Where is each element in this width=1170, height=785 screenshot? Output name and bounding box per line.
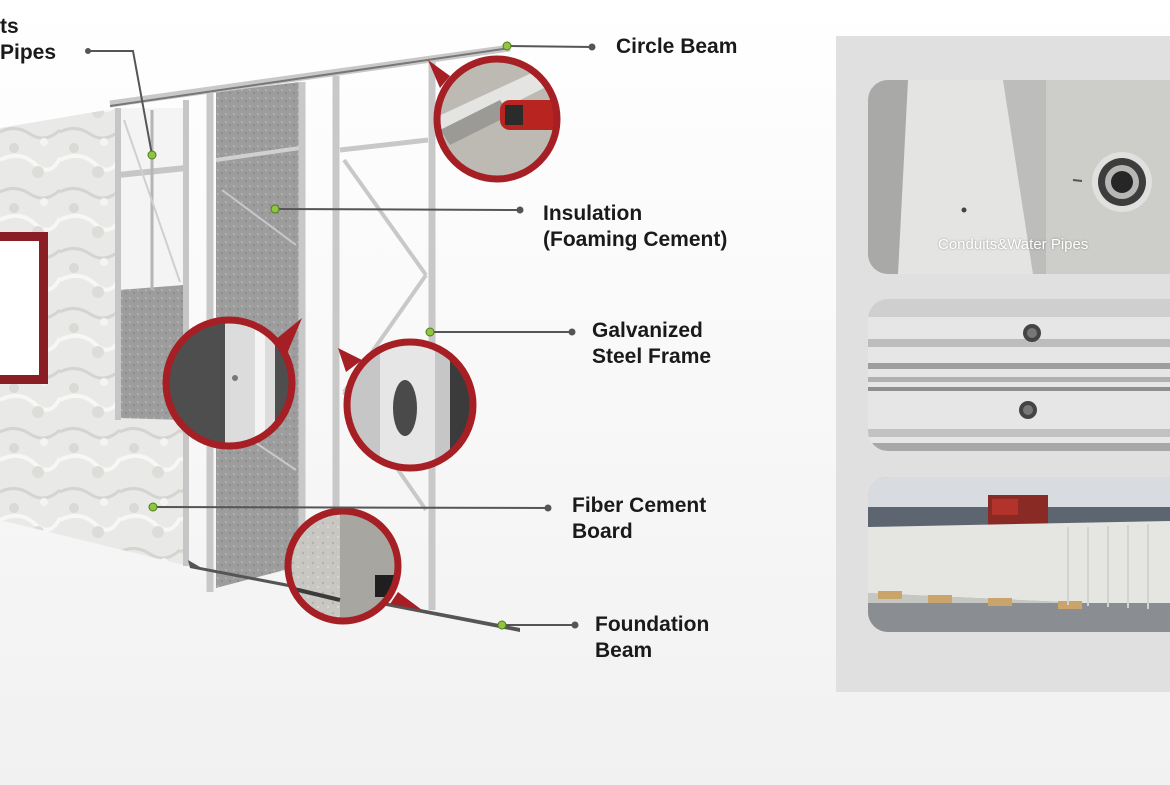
fiber-cement-board <box>0 108 188 566</box>
circle-beam <box>109 47 511 107</box>
label-galvanized-steel-frame: Galvanized Steel Frame <box>592 319 712 368</box>
photo-caption: Conduits&Water Pipes <box>938 236 1089 253</box>
label-fiber-cement-board: Fiber Cement Board <box>572 494 707 543</box>
photo-conduits-water-pipes: Conduits&Water Pipes <box>868 80 1170 274</box>
photo-factory-panels <box>868 477 1170 632</box>
label-conduits-pipes: ts Pipes <box>0 15 57 64</box>
foundation-beam <box>188 560 520 632</box>
callout-punched-hole <box>347 342 473 468</box>
label-circle-beam: Circle Beam <box>616 35 738 58</box>
photo-steel-studs <box>868 299 1170 451</box>
photo-panel: Conduits&Water Pipes <box>836 36 1170 692</box>
callout-frame-detail <box>166 320 292 446</box>
label-foundation-beam: Foundation Beam <box>595 613 710 662</box>
label-insulation: Insulation (Foaming Cement) <box>543 202 728 251</box>
